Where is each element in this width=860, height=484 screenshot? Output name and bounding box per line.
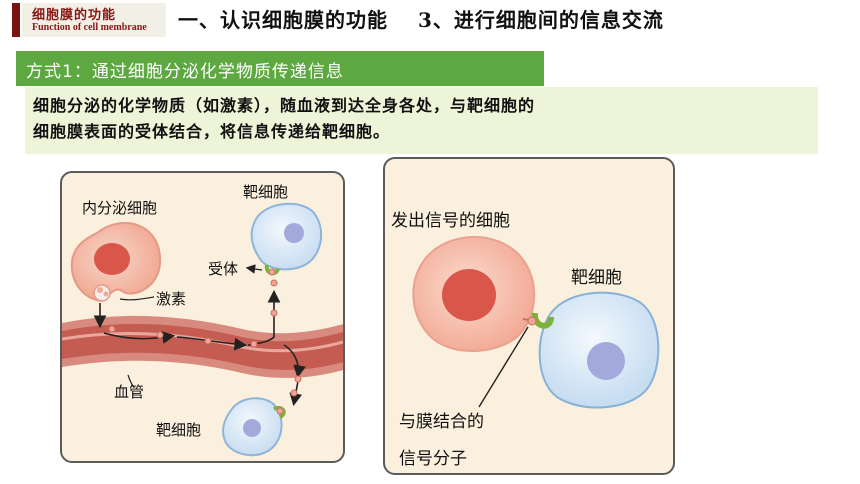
description-box: 细胞分泌的化学物质（如激素），随血液到达全身各处，与靶细胞的 细胞膜表面的受体结… — [25, 87, 818, 154]
contact-diagram-graphic — [412, 236, 660, 409]
endocrine-signaling-diagram: 内分泌细胞 靶细胞 受体 激素 血管 靶细胞 — [60, 171, 345, 463]
hormone-leader-line — [119, 296, 155, 301]
receptor-pointer — [245, 264, 263, 274]
endocrine-cell — [70, 222, 162, 303]
page-title-part1: 一、认识细胞膜的功能 — [178, 8, 388, 32]
target-cell — [538, 291, 660, 409]
label-endocrine-cell: 内分泌细胞 — [82, 199, 158, 217]
endocrine-diagram-graphic — [62, 202, 343, 457]
method-banner: 方式1：通过细胞分泌化学物质传递信息 — [16, 51, 544, 86]
hormone-molecules — [108, 279, 302, 397]
label-receptor: 受体 — [208, 260, 239, 278]
label-signal-molecule-line1: 与膜结合的 — [399, 412, 484, 432]
description-text: 细胞分泌的化学物质（如激素），随血液到达全身各处，与靶细胞的 细胞膜表面的受体结… — [33, 93, 813, 145]
page-title-part2: 3、进行细胞间的信息交流 — [418, 8, 664, 32]
badge-title: 细胞膜的功能 — [32, 8, 117, 23]
signal-cell — [412, 236, 535, 352]
target-cell-top — [250, 202, 323, 276]
description-line-2: 细胞膜表面的受体结合，将信息传递给靶细胞。 — [33, 122, 391, 141]
blood-vessel — [62, 315, 343, 378]
target-cell-bottom — [222, 397, 286, 457]
badge-subtitle: Function of cell membrane — [32, 22, 147, 33]
hormone-flow-arrows — [93, 289, 306, 407]
label-target-cell-top: 靶细胞 — [243, 183, 289, 201]
badge-accent-bar — [12, 3, 20, 37]
badge-background — [22, 3, 166, 37]
label-blood-vessel: 血管 — [114, 383, 145, 401]
contact-signaling-diagram: 发出信号的细胞 靶细胞 与膜结合的 信号分子 — [383, 157, 675, 475]
label-signal-molecule-line2: 信号分子 — [399, 449, 467, 469]
membrane-bound-signal-molecule — [522, 312, 554, 329]
label-target-cell: 靶细胞 — [571, 268, 622, 288]
description-line-1: 细胞分泌的化学物质（如激素），随血液到达全身各处，与靶细胞的 — [33, 96, 536, 115]
page-title: 一、认识细胞膜的功能 3、进行细胞间的信息交流 — [178, 4, 664, 33]
label-hormone: 激素 — [156, 290, 187, 308]
method-banner-text: 方式1：通过细胞分泌化学物质传递信息 — [26, 62, 344, 82]
label-target-cell-bottom: 靶细胞 — [156, 421, 202, 439]
vessel-leader-line — [127, 374, 135, 388]
section-badge: 细胞膜的功能 Function of cell membrane — [12, 0, 168, 40]
signal-molecule-leader-line — [478, 326, 529, 408]
label-signal-cell: 发出信号的细胞 — [391, 211, 510, 231]
